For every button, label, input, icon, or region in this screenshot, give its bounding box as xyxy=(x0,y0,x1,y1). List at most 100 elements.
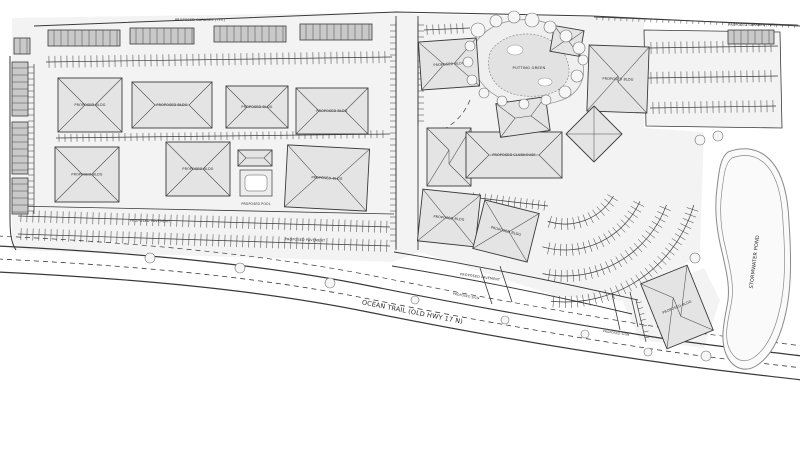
building-label: PROPOSED CLUBHOUSE xyxy=(492,153,535,157)
garage-building xyxy=(299,23,373,41)
road-line xyxy=(393,251,639,301)
garage-building xyxy=(727,29,775,45)
tree xyxy=(689,252,701,264)
tree xyxy=(496,95,508,107)
building-label: PROPOSED BLDG xyxy=(490,225,521,236)
garage-building xyxy=(11,177,29,215)
building: PROPOSED BLDG xyxy=(586,44,650,114)
garage-building xyxy=(11,121,29,175)
building: PROPOSED BLDG xyxy=(57,77,123,133)
building-label: PROPOSED BLDG xyxy=(241,105,272,109)
road-line xyxy=(13,205,395,215)
sand-bunker xyxy=(537,77,553,87)
parking-row xyxy=(647,70,779,84)
road-line xyxy=(391,265,633,315)
building: PROPOSED BLDG xyxy=(417,37,481,91)
tree xyxy=(466,74,478,86)
tree xyxy=(700,350,712,362)
tree xyxy=(643,347,653,357)
plan-label: PROPOSED SIGN xyxy=(453,292,480,301)
tree xyxy=(543,20,557,34)
tree xyxy=(572,41,586,55)
road-line xyxy=(9,56,17,251)
parking-row xyxy=(649,100,777,114)
tree xyxy=(540,94,552,106)
parking-row xyxy=(647,40,779,54)
tree xyxy=(570,69,584,83)
tree xyxy=(489,14,503,28)
building-label: PROPOSED BLDG xyxy=(316,109,347,113)
tree xyxy=(694,134,706,146)
plan-label: PROPOSED PAVEMENT xyxy=(130,219,171,224)
building-label: PROPOSED BLDG xyxy=(602,77,634,82)
tree xyxy=(324,277,336,289)
pavement-zone xyxy=(644,30,782,128)
building: PROPOSED BLDG xyxy=(295,87,369,135)
parking-arc xyxy=(542,201,645,256)
tree xyxy=(559,29,573,43)
parking-row xyxy=(17,228,391,252)
road-line xyxy=(611,293,621,331)
building: PROPOSED BLDG xyxy=(283,144,371,212)
garage-building xyxy=(13,37,31,55)
parking-arc xyxy=(542,204,671,282)
parking-row xyxy=(593,16,799,28)
parking-row xyxy=(423,23,471,35)
building-label: PROPOSED BLDG xyxy=(311,175,343,181)
garage-building xyxy=(11,61,29,117)
parking-row xyxy=(28,64,35,214)
tree xyxy=(144,252,156,264)
building: PROPOSED CLUBHOUSE xyxy=(465,131,563,179)
building-label: PROPOSED BLDG xyxy=(433,215,465,222)
building: PROPOSED BLDG xyxy=(165,141,231,197)
tree xyxy=(524,12,540,28)
tree xyxy=(234,262,246,274)
tree xyxy=(470,22,486,38)
building: PROPOSED BLDG xyxy=(131,81,213,129)
tree xyxy=(478,87,490,99)
plan-label: PROPOSED PAVEMENT xyxy=(460,272,501,282)
pond-inner-contour xyxy=(720,155,785,362)
road-line xyxy=(479,267,493,305)
building: PROPOSED BLDG xyxy=(225,85,289,129)
road-line xyxy=(0,271,800,381)
plan-label: PROPOSED GARAGES (TYP.) xyxy=(728,23,775,27)
building: PROPOSED BLDG xyxy=(54,146,120,203)
tree xyxy=(500,315,510,325)
road-line xyxy=(629,291,639,328)
parking-row xyxy=(17,210,391,233)
building xyxy=(426,127,472,187)
sand-bunker xyxy=(506,44,524,56)
tree xyxy=(558,85,572,99)
building xyxy=(237,149,273,167)
tree xyxy=(462,56,474,68)
tree xyxy=(507,10,521,24)
building: PROPOSED BLDG xyxy=(640,264,714,350)
tree xyxy=(712,130,724,142)
road-line xyxy=(445,99,471,129)
plan-label: PROPOSED POOL xyxy=(241,202,270,206)
tree xyxy=(577,54,589,66)
parking-row xyxy=(635,299,650,343)
parking-arc xyxy=(547,194,618,230)
stormwater-pond xyxy=(715,148,792,370)
parking-arc xyxy=(550,204,699,309)
road-line xyxy=(0,235,800,347)
tree xyxy=(580,329,590,339)
pool xyxy=(239,169,273,197)
building-label: PROPOSED BLDG xyxy=(71,173,102,177)
tree xyxy=(518,98,530,110)
plan-label: PUTTING GREEN xyxy=(513,65,546,70)
garage-building xyxy=(129,27,195,45)
tree xyxy=(464,40,476,52)
tree xyxy=(410,295,420,305)
building-label: PROPOSED BLDG xyxy=(182,167,213,171)
building: PROPOSED BLDG xyxy=(472,199,540,263)
parking-row xyxy=(45,51,393,68)
plan-label: PROPOSED PAVEMENT xyxy=(285,237,326,242)
garage-building xyxy=(213,25,287,43)
parking-row xyxy=(390,22,397,248)
road-line xyxy=(499,265,513,303)
